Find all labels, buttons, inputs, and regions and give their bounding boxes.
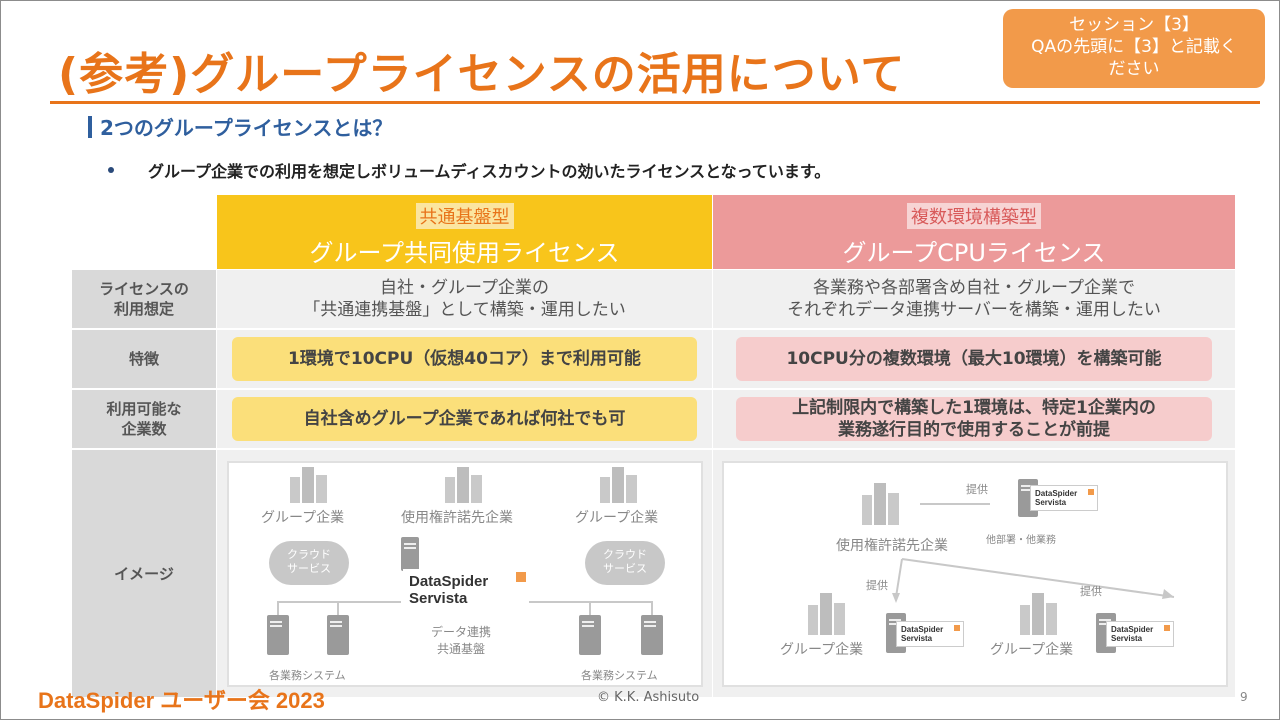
connector-line	[589, 601, 591, 615]
footer-copyright: © K.K. Ashisuto	[597, 690, 700, 705]
center-caption: データ連携共通基盤	[431, 625, 492, 656]
other-dept-label: 他部署・他業務	[986, 535, 1056, 546]
shared-license-diagram: グループ企業 使用権許諾先企業 グループ企業 クラウドサービス クラウドサービス…	[227, 461, 703, 687]
column-name: グループCPUライセンス	[842, 239, 1106, 267]
building-icon	[1020, 593, 1057, 635]
arrow-line	[920, 503, 990, 505]
connector-line	[529, 601, 653, 603]
table-cell: 自社含めグループ企業であれば何社でも可	[217, 390, 712, 450]
group-company-label: グループ企業	[575, 510, 659, 526]
bullet-item: グループ企業での利用を想定しボリュームディスカウントの効いたライセンスとなってい…	[108, 158, 830, 182]
group-company-label: グループ企業	[780, 642, 864, 658]
group-company-label: グループ企業	[261, 510, 345, 526]
connector-line	[337, 601, 339, 615]
server-icon	[327, 615, 349, 655]
column-header-cpu: 複数環境構築型 グループCPUライセンス	[713, 195, 1235, 269]
licensee-label: 使用権許諾先企業	[401, 510, 513, 526]
column-tag: 共通基盤型	[415, 203, 514, 229]
bullet-dot-icon	[108, 167, 114, 173]
session-badge-line: ださい	[1108, 59, 1160, 79]
session-badge-line: QAの先頭に【3】と記載く	[1031, 37, 1237, 57]
row-label: イメージ	[72, 450, 216, 699]
bullet-text: グループ企業での利用を想定しボリュームディスカウントの効いたライセンスとなってい…	[148, 162, 831, 181]
provide-label: 提供	[866, 579, 888, 592]
table-row: 利用可能な企業数 自社含めグループ企業であれば何社でも可 上記制限内で構築した1…	[72, 390, 1235, 450]
feature-pill: 自社含めグループ企業であれば何社でも可	[232, 397, 697, 441]
table-cell: 自社・グループ企業の「共通連携基盤」として構築・運用したい	[217, 270, 712, 330]
row-label: 利用可能な企業数	[72, 390, 216, 450]
group-company-label: グループ企業	[990, 642, 1074, 658]
connector-line	[277, 601, 401, 603]
systems-label: 各業務システム	[581, 669, 658, 682]
building-icon	[290, 467, 327, 503]
row-label: ライセンスの利用想定	[72, 270, 216, 330]
server-icon	[641, 615, 663, 655]
table-cell: 1環境で10CPU（仮想40コア）まで利用可能	[217, 330, 712, 390]
page-title: (参考)グループライセンスの活用について	[58, 49, 906, 100]
table-cell: 上記制限内で構築した1環境は、特定1企業内の業務遂行目的で使用することが前提	[713, 390, 1235, 450]
licensee-label: 使用権許諾先企業	[836, 538, 948, 554]
feature-pill: 上記制限内で構築した1環境は、特定1企業内の業務遂行目的で使用することが前提	[736, 397, 1212, 441]
table-cell: 各業務や各部署含め自社・グループ企業でそれぞれデータ連携サーバーを構築・運用した…	[713, 270, 1235, 330]
column-tag: 複数環境構築型	[907, 203, 1041, 229]
footer-logo: DataSpider ユーザー会 2023	[38, 688, 325, 713]
table-row: 特徴 1環境で10CPU（仮想40コア）まで利用可能 10CPU分の複数環境（最…	[72, 330, 1235, 390]
provide-arrows	[892, 558, 1175, 603]
subtitle-bar	[88, 115, 92, 138]
feature-pill: 10CPU分の複数環境（最大10環境）を構築可能	[736, 337, 1212, 381]
cloud-service-icon: クラウドサービス	[585, 541, 665, 585]
session-badge: セッション【3】 QAの先頭に【3】と記載く ださい	[1003, 9, 1265, 88]
license-comparison-table: 共通基盤型 グループ共同使用ライセンス 複数環境構築型 グループCPUライセンス…	[72, 195, 1235, 699]
title-divider	[50, 101, 1260, 104]
server-icon	[401, 537, 419, 571]
building-icon	[445, 467, 482, 503]
systems-label: 各業務システム	[269, 669, 346, 682]
section-subtitle: 2つのグループライセンスとは？	[88, 112, 392, 141]
page-number: 9	[1240, 690, 1248, 704]
subtitle-text: 2つのグループライセンスとは？	[100, 116, 393, 140]
table-row: ライセンスの利用想定 自社・グループ企業の「共通連携基盤」として構築・運用したい…	[72, 270, 1235, 330]
building-icon	[600, 467, 637, 503]
column-name: グループ共同使用ライセンス	[309, 239, 620, 267]
building-icon	[808, 593, 845, 635]
column-header-shared: 共通基盤型 グループ共同使用ライセンス	[217, 195, 712, 269]
server-icon	[579, 615, 601, 655]
feature-pill: 1環境で10CPU（仮想40コア）まで利用可能	[232, 337, 697, 381]
cloud-service-icon: クラウドサービス	[269, 541, 349, 585]
building-icon	[862, 483, 899, 525]
session-badge-line: セッション【3】	[1069, 15, 1199, 35]
table-cell: 10CPU分の複数環境（最大10環境）を構築可能	[713, 330, 1235, 390]
server-icon	[267, 615, 289, 655]
connector-line	[651, 601, 653, 615]
connector-line	[277, 601, 279, 615]
provide-label: 提供	[966, 483, 988, 496]
row-label: 特徴	[72, 330, 216, 390]
provide-label: 提供	[1080, 585, 1102, 598]
